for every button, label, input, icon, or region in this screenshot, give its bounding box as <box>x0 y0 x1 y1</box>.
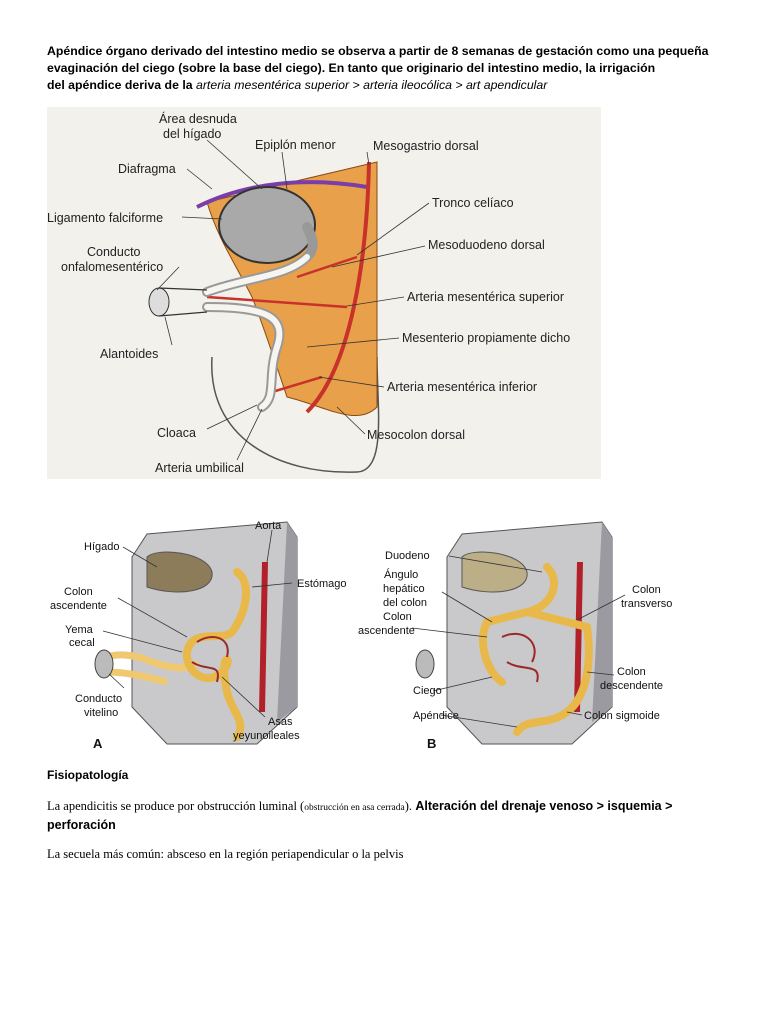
p1-small: obstrucción en asa cerrada <box>304 803 405 813</box>
a-colon-1: Colon <box>64 586 93 598</box>
panel-b-liver <box>461 551 528 593</box>
intro-line-2: evaginación del ciego (sobre la base del… <box>47 61 656 75</box>
panel-b-side <box>592 522 612 722</box>
b-colon-trans-2: transverso <box>621 598 672 610</box>
label-ligamento: Ligamento falciforme <box>47 211 163 225</box>
label-diafragma: Diafragma <box>118 162 176 176</box>
label-alantoides: Alantoides <box>100 347 158 361</box>
panel-a-aorta <box>259 561 268 713</box>
panel-b-vessels <box>501 632 539 683</box>
intro-line-3: del apéndice deriva de la arteria mesent… <box>47 77 737 94</box>
label-arteria-umb: Arteria umbilical <box>155 461 244 475</box>
a-yema-2: cecal <box>69 637 95 649</box>
b-angulo-1: Ángulo <box>384 568 418 581</box>
label-mesocolon: Mesocolon dorsal <box>367 428 465 442</box>
a-conducto-2: vitelino <box>84 707 118 719</box>
intro-line-3-prefix: del apéndice deriva de la <box>47 78 196 92</box>
umbilical-stalk <box>148 287 170 317</box>
liver <box>218 186 316 264</box>
b-colon-asc-1: Colon <box>383 611 412 623</box>
figure-mesentery-diagram: Área desnuda del hígado Epiplón menor Me… <box>47 107 601 479</box>
figure-gut-rotation: Aorta Hígado Estómago Colon ascendente Y… <box>50 520 672 751</box>
b-sigmoide: Colon sigmoide <box>584 710 660 722</box>
panel-b-aorta <box>574 561 583 713</box>
label-area-desnuda-1: Área desnuda <box>159 111 237 126</box>
b-apendice: Apéndice <box>413 710 459 722</box>
panel-a-leaders <box>102 529 293 718</box>
b-colon-desc-1: Colon <box>617 666 646 678</box>
intro-paragraph: Apéndice órgano derivado del intestino m… <box>47 43 737 94</box>
panel-b-leaders <box>411 555 626 728</box>
b-colon-asc-2: ascendente <box>358 625 415 637</box>
label-arteria-inf: Arteria mesentérica inferior <box>387 380 537 394</box>
label-mesogastrio: Mesogastrio dorsal <box>373 139 479 153</box>
a-conducto-1: Conducto <box>75 693 122 705</box>
p1-close: ). <box>404 799 413 813</box>
panel-a-vessels <box>191 636 229 683</box>
body-wall <box>211 356 380 473</box>
b-angulo-2: hepático <box>383 583 425 595</box>
stalk-outline <box>158 287 208 317</box>
b-angulo-3: del colon <box>383 597 427 609</box>
diaphragm <box>196 180 368 209</box>
panel-a-stalk <box>94 649 114 679</box>
panel-a-intestine <box>182 568 251 741</box>
inferior-mesenteric-artery <box>271 375 323 394</box>
label-mesenterio: Mesenterio propiamente dicho <box>402 331 570 345</box>
p1-bold-line2: perforación <box>47 818 116 832</box>
gut-lumen <box>204 254 310 410</box>
section-heading: Fisiopatología <box>47 768 129 782</box>
aorta <box>305 161 371 414</box>
intro-line-1: Apéndice órgano derivado del intestino m… <box>47 44 709 58</box>
label-arteria-sup: Arteria mesentérica superior <box>407 290 564 304</box>
sequel-paragraph: La secuela más común: absceso en la regi… <box>47 847 404 861</box>
panel-a-side <box>277 522 297 722</box>
a-aorta: Aorta <box>255 520 282 532</box>
pathophysiology-paragraph: La apendicitis se produce por obstrucció… <box>47 798 737 834</box>
a-colon-2: ascendente <box>50 600 107 612</box>
b-colon-desc-2: descendente <box>600 680 663 692</box>
label-conducto-1: Conducto <box>87 245 141 259</box>
a-higado: Hígado <box>84 541 119 553</box>
a-yema-1: Yema <box>65 624 94 636</box>
label-epiplon: Epiplón menor <box>255 138 336 152</box>
a-asas-1: Asas <box>268 716 293 728</box>
b-colon-trans-1: Colon <box>632 584 661 596</box>
b-letter: B <box>427 736 436 751</box>
celiac-trunk <box>296 255 358 279</box>
superior-mesenteric-artery <box>206 295 348 309</box>
b-ciego: Ciego <box>413 685 442 697</box>
leader-lines <box>156 139 430 461</box>
a-letter: A <box>93 736 103 751</box>
label-mesoduodeno: Mesoduodeno dorsal <box>428 238 545 252</box>
b-duodeno: Duodeno <box>385 550 430 562</box>
label-tronco: Tronco celíaco <box>432 196 514 210</box>
panel-a-liver <box>146 551 213 593</box>
label-conducto-2: onfalomesentérico <box>61 260 163 274</box>
a-asas-2: yeyunoileales <box>233 730 300 742</box>
p1-bold-line1: Alteración del drenaje venoso > isquemia… <box>415 799 673 813</box>
panel-b-stalk <box>415 649 435 679</box>
intro-line-3-italic: arteria mesentérica superior > arteria i… <box>196 78 548 92</box>
label-area-desnuda-2: del hígado <box>163 127 221 141</box>
a-estomago: Estómago <box>297 578 347 590</box>
p1-normal: La apendicitis se produce por obstrucció… <box>47 799 305 813</box>
label-cloaca: Cloaca <box>157 426 196 440</box>
